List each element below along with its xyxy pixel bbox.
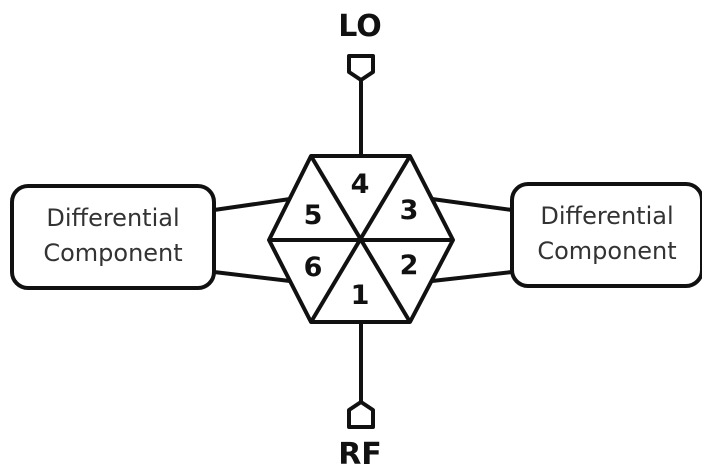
rf-port-label: RF [338,437,382,470]
lo-port-connector [347,54,375,82]
left-component-line2: Component [43,239,182,267]
left-link-lower [213,270,291,283]
rf-port-connector [347,400,375,429]
right-component-line1: Differential [540,202,673,230]
hexagon-junction [267,154,455,324]
segment-number-3: 3 [400,195,419,226]
segment-number-1: 1 [351,280,370,311]
left-link-upper [213,197,291,212]
right-component-line2: Component [537,237,676,265]
right-link-lower [431,270,513,283]
segment-number-6: 6 [304,252,323,283]
left-differential-component [10,184,216,290]
left-component-line1: Differential [46,204,179,232]
segment-number-4: 4 [351,169,370,200]
right-link-upper [431,197,513,212]
segment-number-2: 2 [400,250,419,281]
lo-port-label: LO [338,9,382,44]
right-differential-component [510,182,702,288]
segment-number-5: 5 [304,200,323,231]
